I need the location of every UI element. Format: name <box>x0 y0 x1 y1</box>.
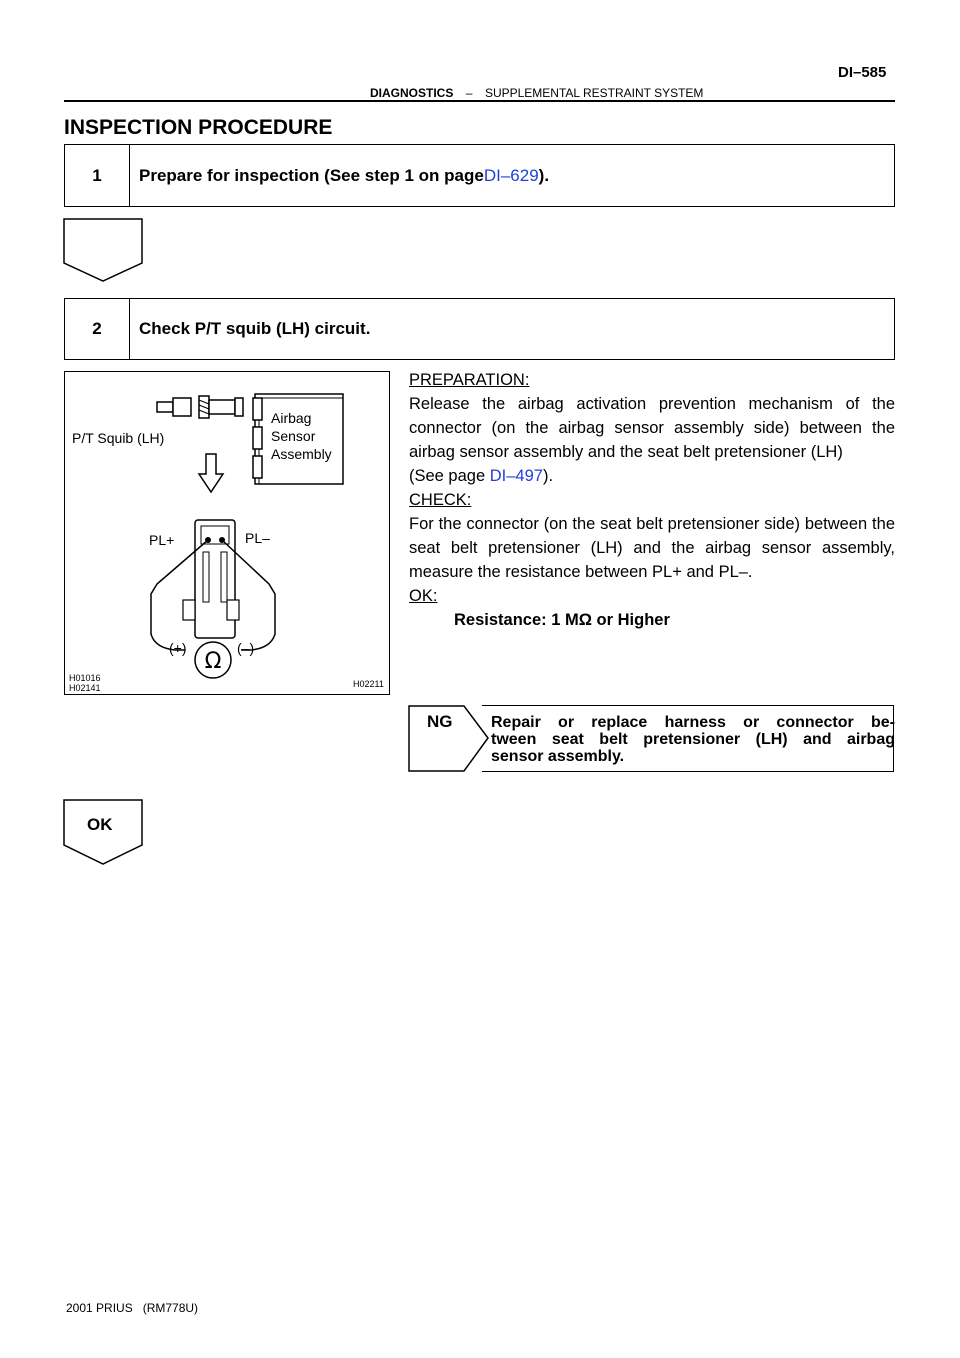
label-airbag-3: Assembly <box>271 446 332 462</box>
connector-diagram: Ω <box>150 393 344 679</box>
ok-arrow <box>63 799 143 865</box>
check-heading: CHECK: <box>409 491 472 509</box>
preparation-text: Release the airbag activation prevention… <box>409 395 895 461</box>
ng-text-line-2: tween seat belt pretensioner (LH) and ai… <box>491 731 895 748</box>
label-pl-plus: PL+ <box>149 532 175 548</box>
ng-label: NG <box>427 712 453 731</box>
page-number: DI–585 <box>838 64 887 81</box>
check-text: For the connector (on the seat belt pret… <box>409 515 895 581</box>
label-airbag-1: Airbag <box>271 410 312 426</box>
step-1-text: Prepare for inspection (See step 1 on pa… <box>139 165 550 185</box>
step-1-box: 1 Prepare for inspection (See step 1 on … <box>64 144 895 207</box>
ng-text-line-1: Repair or replace harness or connector b… <box>491 714 895 731</box>
header-subsection: SUPPLEMENTAL RESTRAINT SYSTEM <box>484 86 704 100</box>
step-2-text: Check P/T squib (LH) circuit. <box>139 319 371 338</box>
page-title: INSPECTION PROCEDURE <box>64 116 333 139</box>
see-page-link[interactable]: DI–497 <box>489 467 543 485</box>
see-page-line: (See page DI–497). <box>409 467 554 485</box>
figure-code-2: H02141 <box>69 683 101 693</box>
label-plus: (+) <box>169 640 187 656</box>
label-airbag-2: Sensor <box>271 428 316 444</box>
ng-box <box>482 705 894 772</box>
running-header: DIAGNOSTICS – SUPPLEMENTAL RESTRAINT SYS… <box>370 84 703 102</box>
step-1-number: 1 <box>65 145 130 206</box>
header-separator: – <box>465 86 473 100</box>
flow-arrow-1 <box>63 218 143 282</box>
label-pl-minus: PL– <box>245 530 270 546</box>
ng-text: Repair or replace harness or connector b… <box>491 714 895 765</box>
step-1-page-link[interactable]: DI–629 <box>483 165 539 185</box>
step-2-number: 2 <box>65 299 130 359</box>
ok-arrow-label: OK <box>87 815 113 834</box>
header-section: DIAGNOSTICS <box>370 86 454 100</box>
label-minus: (–) <box>237 640 255 656</box>
instructions: PREPARATION: Release the airbag activati… <box>409 368 895 632</box>
figure-code-1: H01016 <box>69 673 101 683</box>
ng-text-line-3: sensor assembly. <box>491 748 625 765</box>
label-squib: P/T Squib (LH) <box>72 430 165 446</box>
footer: 2001 PRIUS (RM778U) <box>66 1301 199 1315</box>
header-rule <box>64 100 895 102</box>
preparation-heading: PREPARATION: <box>409 371 530 389</box>
ng-arrow <box>408 705 489 772</box>
step-2-box: 2 Check P/T squib (LH) circuit. <box>64 298 895 360</box>
ohm-symbol-icon: Ω <box>205 649 222 674</box>
wiring-figure: Ω P/T Squib (LH) Airbag Sensor Assembly … <box>64 371 390 695</box>
ok-heading: OK: <box>409 587 438 605</box>
figure-code-3: H02211 <box>353 679 384 689</box>
ok-value: Resistance: 1 MΩ or Higher <box>454 611 670 629</box>
